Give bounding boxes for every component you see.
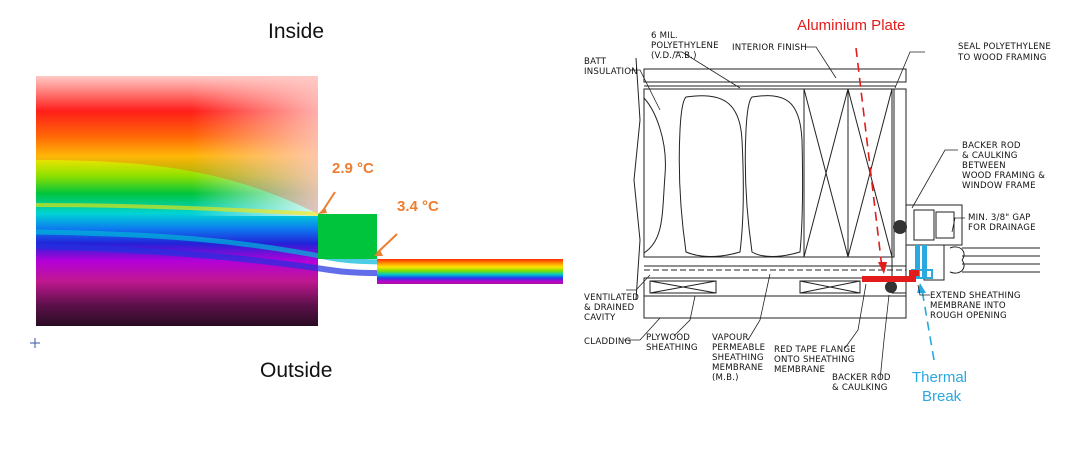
leader-batt	[630, 69, 661, 111]
leader-backer	[911, 149, 958, 209]
leader-redtape	[844, 283, 867, 349]
window-frame-block	[318, 214, 377, 259]
leader-seal	[894, 51, 925, 89]
leader-backer-bottom	[879, 294, 890, 381]
thermal-break-leader	[921, 289, 935, 361]
leader-gap	[951, 217, 965, 233]
temp-label-2: 3.4 °C	[397, 198, 439, 215]
callout-gap-1: MIN. 3/8" GAP	[968, 213, 1031, 223]
callout-vapour-4: MEMBRANE	[712, 363, 763, 373]
callout-gap-2: FOR DRAINAGE	[968, 223, 1036, 233]
isotherm-yellow	[36, 203, 319, 216]
callout-vent-2: & DRAINED	[584, 303, 635, 313]
aluminium-plate-arrowhead	[878, 262, 887, 274]
callout-vapour-2: PERMEABLE	[712, 343, 765, 353]
temp-2-leader	[376, 233, 398, 254]
thermal-break-bar-2	[922, 245, 927, 278]
leader-plywood	[673, 295, 696, 337]
aluminium-plate-label: Aluminium Plate	[797, 17, 905, 34]
isotherm-hot	[36, 76, 318, 214]
temp-label-1: 2.9 °C	[332, 160, 374, 177]
leader-poly	[674, 51, 741, 89]
callout-vapour-3: SHEATHING	[712, 353, 764, 363]
callout-backer-bottom-1: BACKER ROD	[832, 373, 891, 383]
thermal-break-label-line2: Break	[922, 388, 962, 405]
callout-vent-1: VENTILATED	[584, 293, 639, 303]
callout-backer-2: & CAULKING	[962, 151, 1018, 161]
aluminium-plate-bar	[862, 276, 916, 282]
callout-interior-finish: INTERIOR FINISH	[732, 43, 807, 53]
leader-vent	[626, 274, 651, 291]
callout-vapour-1: VAPOUR	[712, 333, 749, 343]
callout-backer-5: WINDOW FRAME	[962, 181, 1036, 191]
callout-plywood-1: PLYWOOD	[646, 333, 690, 343]
jamb	[891, 88, 907, 294]
break-line	[633, 57, 641, 301]
callout-extend-2: MEMBRANE INTO	[930, 301, 1006, 311]
callout-poly-2: POLYETHYLENE	[651, 41, 719, 51]
furring-2	[799, 280, 861, 294]
outside-label: Outside	[260, 359, 333, 382]
callout-backer-4: WOOD FRAMING &	[962, 171, 1045, 181]
backer-rod-upper	[893, 220, 907, 234]
temp-1-arrowhead	[318, 207, 327, 214]
batt-lobe-2	[678, 95, 744, 257]
aluminium-plate-leader	[855, 47, 883, 269]
batt-lobe-1	[643, 97, 666, 254]
callout-seal-1: SEAL POLYETHYLENE	[958, 42, 1051, 52]
glazing-strip	[377, 259, 563, 284]
callout-seal-2: TO WOOD FRAMING	[957, 53, 1047, 63]
leader-vapour	[747, 273, 771, 341]
callout-backer-3: BETWEEN	[962, 161, 1006, 171]
callout-vent-3: CAVITY	[584, 313, 616, 323]
leader-extend	[917, 284, 930, 296]
leader-cladding	[624, 317, 661, 341]
cladding	[643, 295, 907, 319]
interior-finish-board	[643, 68, 907, 83]
thermal-break-label-line1: Thermal	[912, 369, 967, 386]
callout-redtape-2: ONTO SHEATHING	[774, 355, 855, 365]
callout-plywood-2: SHEATHING	[646, 343, 698, 353]
callout-batt-1: BATT	[584, 57, 607, 67]
callout-backer-1: BACKER ROD	[962, 141, 1021, 151]
backer-rod-lower	[885, 281, 897, 293]
callout-extend-1: EXTEND SHEATHING	[930, 291, 1021, 301]
thermal-break-bar-1	[915, 245, 920, 278]
callout-poly-3: (V.D./A.B.)	[651, 51, 697, 61]
furring-1	[649, 280, 717, 294]
callout-redtape-1: RED TAPE FLANGE	[774, 345, 856, 355]
callout-redtape-3: MEMBRANE	[774, 365, 825, 375]
callout-poly-1: 6 MIL.	[651, 31, 678, 41]
callout-cladding: CLADDING	[584, 337, 631, 347]
callout-backer-bottom-2: & CAULKING	[832, 383, 888, 393]
callout-vapour-5: (M.B.)	[712, 373, 739, 383]
batt-lobe-3	[744, 95, 804, 257]
origin-cross-icon	[30, 338, 40, 348]
inside-haze	[36, 76, 318, 216]
callout-batt-2: INSULATION	[584, 67, 638, 77]
leader-interior	[805, 46, 837, 79]
inside-label: Inside	[268, 20, 325, 43]
callout-extend-3: ROUGH OPENING	[930, 311, 1007, 321]
temp-2-arrowhead	[374, 250, 383, 256]
